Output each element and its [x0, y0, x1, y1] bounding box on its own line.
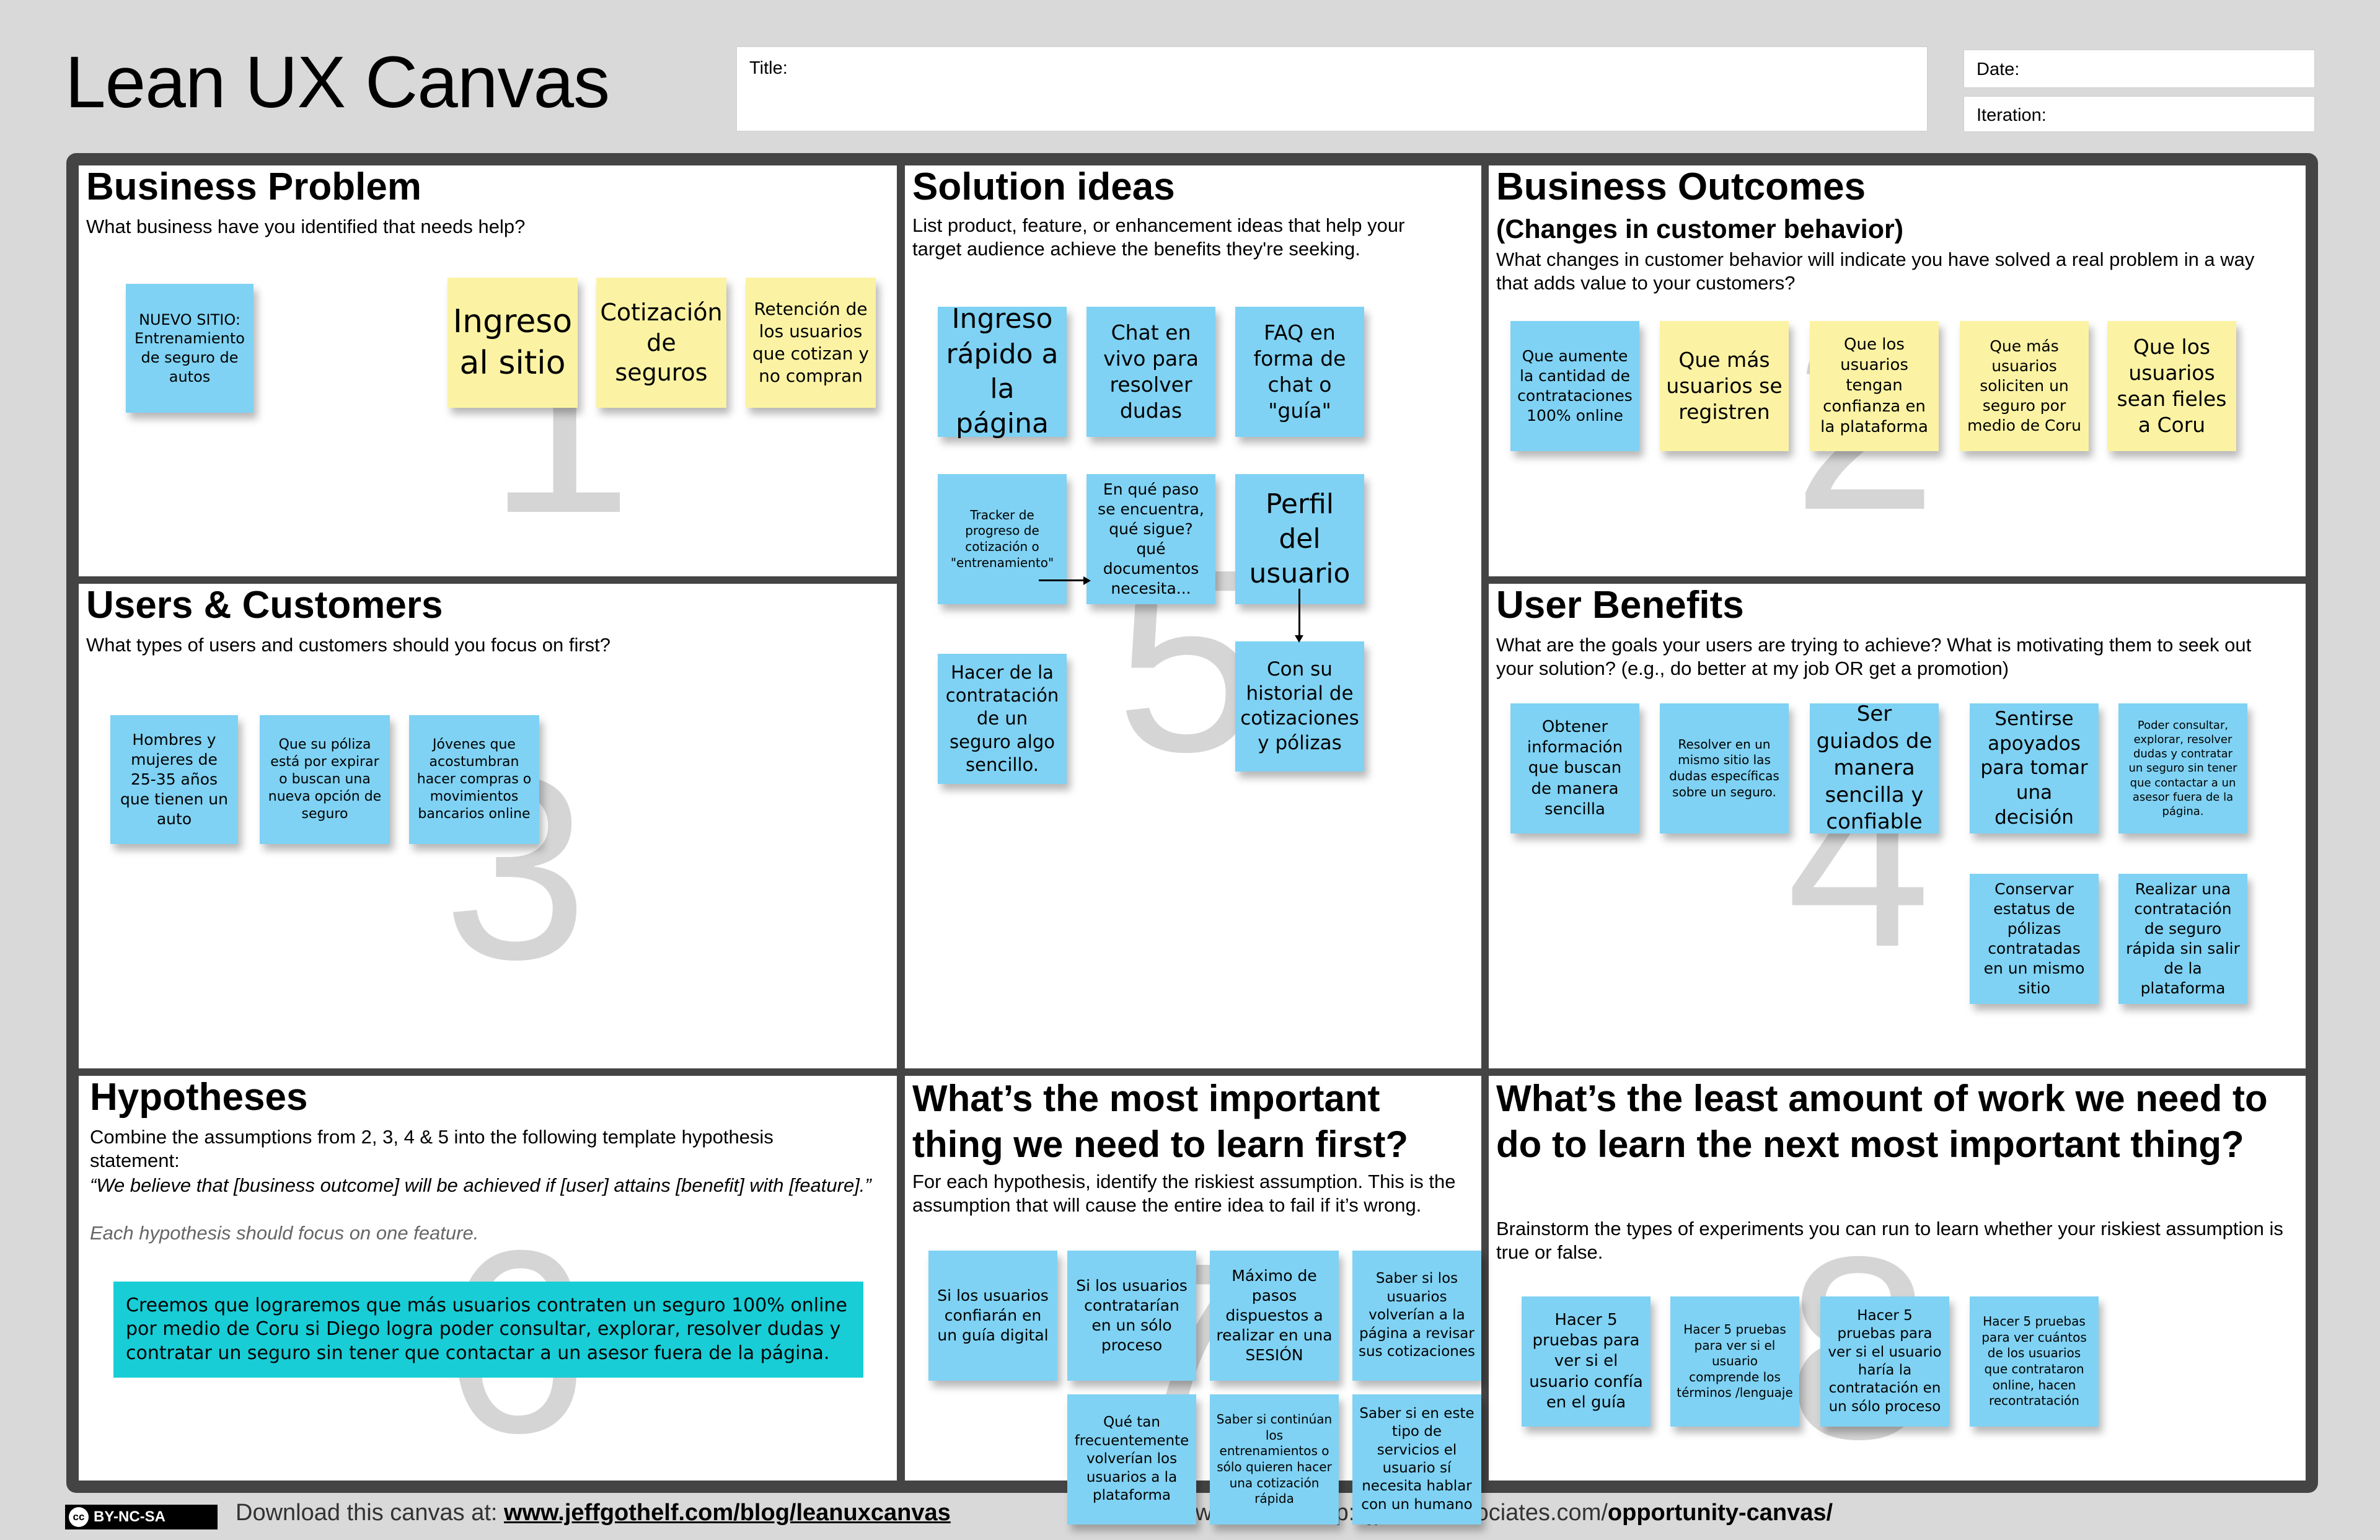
footer-right-link[interactable]: opportunity-canvas/ [1607, 1500, 1833, 1526]
iteration-field-label: Iteration: [1977, 105, 2047, 125]
sticky-note[interactable]: Ser guiados de manera sencilla y confiab… [1810, 702, 1939, 834]
sticky-note[interactable]: Hacer 5 pruebas para ver si el usuario h… [1820, 1296, 1949, 1427]
date-field-label: Date: [1977, 59, 2020, 79]
date-field[interactable]: Date: [1963, 50, 2315, 88]
section-subtitle: What business have you identified that n… [86, 216, 526, 237]
sticky-note[interactable]: Chat en vivo para resolver dudas [1086, 307, 1215, 437]
hypothesis-note: Each hypothesis should focus on one feat… [90, 1222, 479, 1244]
sticky-note[interactable]: Cotización de seguros [596, 278, 726, 408]
sticky-note[interactable]: Hacer 5 pruebas para ver si el usuario c… [1670, 1296, 1799, 1427]
sticky-note[interactable]: Si los usuarios contratarían en un sólo … [1067, 1251, 1196, 1381]
sticky-note[interactable]: Retención de los usuarios que cotizan y … [746, 278, 876, 408]
section-subtitle: For each hypothesis, identify the riskie… [912, 1171, 1456, 1216]
sticky-note[interactable]: Resolver en un mismo sitio las dudas esp… [1660, 703, 1789, 834]
sticky-note[interactable]: Perfil del usuario [1235, 474, 1364, 604]
sticky-note[interactable]: Que los usuarios sean fieles a Coru [2107, 321, 2236, 451]
connector-arrow [1298, 589, 1300, 638]
section-title: What’s the least amount of work we need … [1496, 1078, 2268, 1165]
section-title: Business Outcomes [1496, 165, 1866, 208]
section-title: Hypotheses [90, 1076, 308, 1119]
sticky-note[interactable]: Hacer de la contratación de un seguro al… [938, 654, 1067, 784]
section-subtitle: What changes in customer behavior will i… [1496, 249, 2255, 294]
hypotheses-section: 6 Hypotheses Combine the assumptions fro… [79, 1076, 897, 1481]
sticky-note[interactable]: Tracker de progreso de cotización o "ent… [938, 474, 1067, 604]
sticky-note[interactable]: Hacer 5 pruebas para ver cuántos de los … [1970, 1296, 2099, 1427]
sticky-note[interactable]: Que aumente la cantidad de contratacione… [1510, 321, 1639, 451]
section-title: Solution ideas [912, 165, 1175, 208]
section-subtitle: What are the goals your users are trying… [1496, 634, 2252, 679]
canvas-title: Lean UX Canvas [65, 42, 610, 123]
hypothesis-statement[interactable]: Creemos que lograremos que más usuarios … [113, 1282, 863, 1378]
sticky-note[interactable]: Saber si en este tipo de servicios el us… [1352, 1394, 1481, 1525]
sticky-note[interactable]: NUEVO SITIO: Entrenamiento de seguro de … [126, 284, 253, 413]
sticky-note[interactable]: Con su historial de cotizaciones y póliz… [1235, 641, 1364, 772]
sticky-note[interactable]: Poder consultar, explorar, resolver duda… [2118, 703, 2247, 834]
sticky-note[interactable]: Sentirse apoyados para tomar una decisió… [1970, 703, 2099, 834]
sticky-note[interactable]: Obtener información que buscan de manera… [1510, 703, 1639, 834]
footer-download-text: Download this canvas at: [236, 1500, 498, 1526]
sticky-note[interactable]: Si los usuarios confiarán en un guía dig… [928, 1251, 1057, 1381]
title-field-label: Title: [749, 58, 788, 78]
section-subtitle: What types of users and customers should… [86, 634, 611, 656]
sticky-note[interactable]: Ingreso al sitio [447, 278, 578, 408]
sticky-note[interactable]: Hacer 5 pruebas para ver si el usuario c… [1522, 1296, 1651, 1427]
sticky-note[interactable]: Qué tan frecuentemente volverían los usu… [1067, 1394, 1196, 1525]
title-field[interactable]: Title: [736, 46, 1928, 131]
section-subtitle: List product, feature, or enhancement id… [912, 214, 1405, 260]
sticky-note[interactable]: Realizar una contratación de seguro rápi… [2118, 874, 2247, 1004]
connector-arrow [1039, 579, 1088, 581]
license-badge[interactable]: cc BY-NC-SA [65, 1505, 218, 1529]
sticky-note[interactable]: Ingreso rápido a la página [938, 303, 1067, 439]
connector-arrow-head [1083, 576, 1091, 585]
license-label: BY-NC-SA [94, 1508, 166, 1525]
sticky-note[interactable]: Hombres y mujeres de 25-35 años que tien… [110, 715, 238, 844]
sticky-note[interactable]: FAQ en forma de chat o "guía" [1235, 307, 1364, 437]
footer-download: Download this canvas at: www.jeffgothelf… [236, 1500, 951, 1526]
section-title: User Benefits [1496, 584, 1744, 627]
sticky-note[interactable]: Jóvenes que acostumbran hacer compras o … [409, 715, 539, 844]
iteration-field[interactable]: Iteration: [1963, 96, 2315, 132]
section-title-2: (Changes in customer behavior) [1496, 214, 1904, 244]
section-title: Users & Customers [86, 584, 443, 627]
section-title: What’s the most important thing we need … [912, 1078, 1409, 1165]
sticky-note[interactable]: Que su póliza está por expirar o buscan … [260, 715, 390, 844]
section-title: Business Problem [86, 165, 421, 208]
sticky-note[interactable]: Que más usuarios soliciten un seguro por… [1960, 321, 2089, 451]
sticky-note[interactable]: Que más usuarios se registren [1660, 321, 1789, 451]
sticky-note[interactable]: Que los usuarios tengan confianza en la … [1810, 321, 1939, 451]
sticky-note[interactable]: En qué paso se encuentra, qué sigue? qué… [1086, 474, 1215, 604]
solution-ideas-section: 5 Solution ideas List product, feature, … [905, 165, 1481, 1068]
sticky-note[interactable]: Máximo de pasos dispuestos a realizar en… [1210, 1251, 1339, 1381]
footer-download-link[interactable]: www.jeffgothelf.com/blog/leanuxcanvas [504, 1500, 951, 1526]
sticky-note[interactable]: Saber si continúan los entrenamientos o … [1210, 1394, 1339, 1525]
sticky-note[interactable]: Saber si los usuarios volverían a la pág… [1352, 1251, 1481, 1381]
creative-commons-icon: cc [69, 1507, 89, 1527]
section-subtitle: Combine the assumptions from 2, 3, 4 & 5… [90, 1126, 774, 1171]
section-subtitle: Brainstorm the types of experiments you … [1496, 1218, 2283, 1263]
sticky-note[interactable]: Conservar estatus de pólizas contratadas… [1970, 874, 2099, 1004]
connector-arrow-head [1295, 635, 1303, 643]
hypothesis-template: “We believe that [business outcome] will… [90, 1174, 871, 1196]
